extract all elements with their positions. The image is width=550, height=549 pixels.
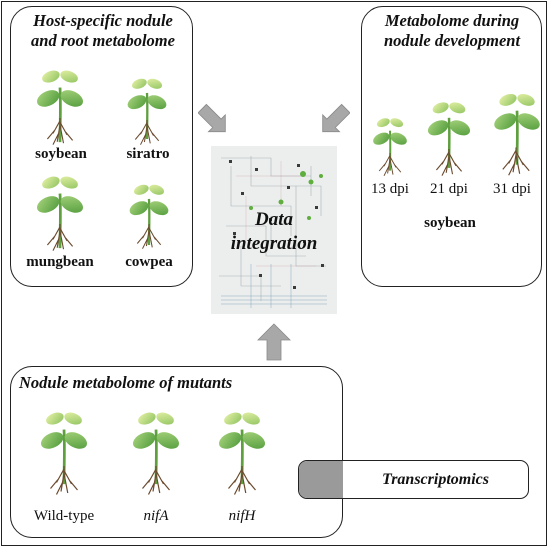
arrow-from-development-icon [322, 103, 350, 133]
panel-development-title: Metabolome during nodule development [363, 11, 541, 51]
timepoint-21dpi: 21 dpi [430, 181, 468, 197]
root-nodules-icon [127, 120, 167, 146]
root-nodules-icon [428, 148, 470, 178]
timepoint-13dpi: 13 dpi [371, 181, 409, 197]
plant-label-cowpea: cowpea [125, 254, 173, 270]
center-line2: integration [230, 233, 318, 254]
strain-nifA: nifA [143, 508, 169, 524]
timepoint-31dpi: 31 dpi [493, 181, 531, 197]
root-nodules-icon [494, 146, 538, 178]
root-nodules-icon [372, 152, 408, 178]
development-species-label: soybean [424, 215, 476, 231]
root-nodules-icon [36, 224, 84, 252]
dev-title-line1: Metabolome during [384, 11, 520, 30]
panel-mutants [10, 366, 343, 538]
arrow-from-mutants-icon [257, 323, 291, 361]
strain-nifH: nifH [228, 508, 256, 524]
metabolic-network-icon [219, 156, 327, 308]
transcriptomics-shade [299, 461, 343, 498]
data-integration-network-image [211, 146, 337, 314]
data-integration-label: Data integration [211, 208, 337, 256]
panel-host-specific [10, 6, 193, 287]
plant-label-siratro: siratro [126, 146, 170, 162]
panel-mutants-title: Nodule metabolome of mutants [19, 373, 233, 392]
plant-label-soybean: soybean [35, 146, 87, 162]
center-line1: Data [255, 209, 293, 230]
roots-icon [132, 466, 180, 496]
transcriptomics-box: Transcriptomics [298, 460, 529, 499]
dev-title-line2: nodule development [383, 31, 521, 50]
root-nodules-icon [40, 466, 88, 496]
root-nodules-icon [36, 118, 84, 146]
host-title-line1: Host-specific nodule [33, 11, 173, 30]
strain-wild-type: Wild-type [33, 508, 95, 524]
root-nodules-icon [129, 224, 169, 250]
host-title-line2: and root metabolome [31, 31, 175, 50]
transcriptomics-label: Transcriptomics [382, 470, 489, 488]
roots-icon [218, 466, 266, 496]
arrow-from-host-icon [198, 103, 226, 133]
plant-label-mungbean: mungbean [26, 254, 94, 270]
panel-host-specific-title: Host-specific nodule and root metabolome [17, 11, 189, 51]
